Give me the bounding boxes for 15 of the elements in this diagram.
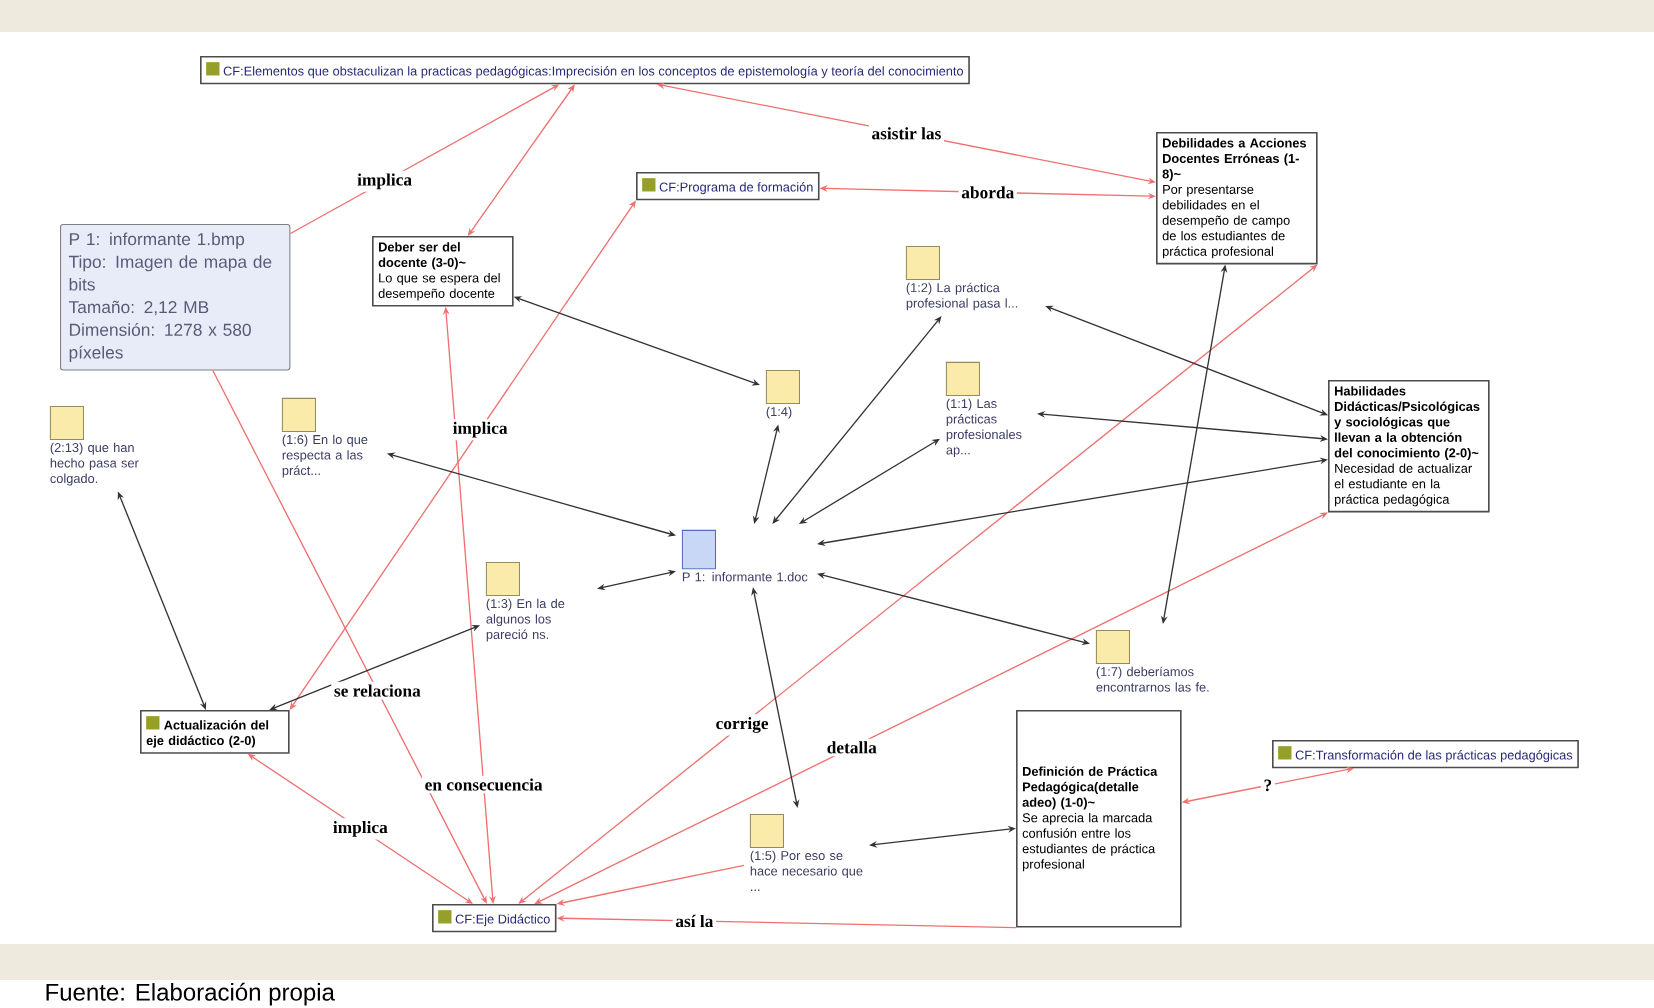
edge-label: corrige xyxy=(712,714,772,736)
arrow xyxy=(212,369,487,904)
edge-label: implica xyxy=(450,419,511,441)
edge-label: aborda xyxy=(958,183,1017,202)
edge-label: ? xyxy=(1260,776,1275,794)
tooltip-box: P 1: informante 1.bmp Tipo: Imagen de mapa de bits Tamaño: 2,12 MB Dimensión: 1278 x 580 píxeles xyxy=(60,224,291,371)
caption: Fuente: Elaboración propia xyxy=(46,982,335,1006)
edge-label: asistir las xyxy=(868,124,944,143)
edge-label: implica xyxy=(330,818,391,840)
arrow xyxy=(772,316,942,524)
edge-label: implica xyxy=(354,170,415,192)
edge-label: en consecuencia xyxy=(422,775,546,794)
edge-label: se relaciona xyxy=(331,681,424,700)
edge-label: así la xyxy=(672,912,717,930)
edge-label: detalla xyxy=(824,738,880,757)
